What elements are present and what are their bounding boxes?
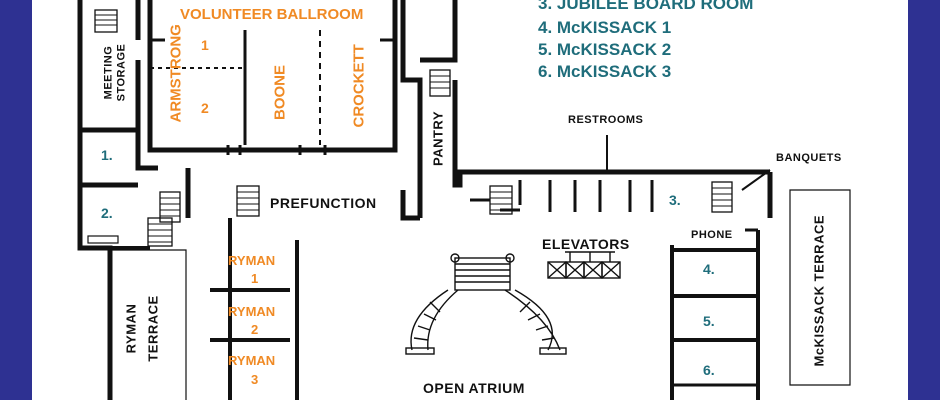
label-storage: STORAGE bbox=[115, 43, 128, 102]
label-elevators: ELEVATORS bbox=[542, 236, 630, 252]
ryman-1-name: RYMAN bbox=[228, 253, 276, 268]
legend-item-jubilee: 3. JUBILEE BOARD ROOM bbox=[538, 0, 754, 13]
ryman-3-name: RYMAN bbox=[228, 353, 276, 368]
stair-treads bbox=[95, 14, 732, 243]
ballroom-section-armstrong: ARMSTRONG bbox=[167, 24, 185, 123]
room-number-5: 5. bbox=[703, 313, 715, 329]
walls bbox=[77, 0, 773, 400]
ballroom-section-number-1: 1 bbox=[201, 37, 209, 53]
storage-box bbox=[87, 235, 119, 244]
legend-item-mckissack-1: 4. McKISSACK 1 bbox=[538, 18, 672, 37]
elevator-shafts bbox=[547, 251, 621, 279]
ballroom-section-boone: BOONE bbox=[271, 65, 289, 121]
room-number-2: 2. bbox=[101, 205, 113, 221]
label-ryman-terrace-line1: RYMAN bbox=[123, 303, 139, 354]
label-banquets: BANQUETS bbox=[776, 152, 842, 164]
room-number-6: 6. bbox=[703, 362, 715, 378]
label-open-atrium: OPEN ATRIUM bbox=[423, 380, 525, 396]
ballroom-title: VOLUNTEER BALLROOM bbox=[180, 6, 364, 23]
ballroom-section-crockett: CROCKETT bbox=[350, 44, 368, 128]
ballroom-section-number-2: 2 bbox=[201, 100, 209, 116]
legend-item-mckissack-2: 5. McKISSACK 2 bbox=[538, 40, 672, 59]
label-meeting: MEETING bbox=[102, 45, 115, 100]
ryman-2-name: RYMAN bbox=[228, 304, 276, 319]
ryman-3-number: 3 bbox=[251, 372, 259, 387]
label-mckissack-terrace: McKISSACK TERRACE bbox=[811, 214, 827, 367]
ryman-1-number: 1 bbox=[251, 271, 259, 286]
label-prefunction: PREFUNCTION bbox=[270, 195, 377, 211]
stairways bbox=[94, 9, 733, 247]
room-number-4: 4. bbox=[703, 261, 715, 277]
label-restrooms: RESTROOMS bbox=[568, 114, 644, 126]
legend-item-mckissack-3: 6. McKISSACK 3 bbox=[538, 62, 672, 81]
terrace-outlines bbox=[110, 189, 851, 400]
label-ryman-terrace-line2: TERRACE bbox=[145, 295, 161, 362]
label-pantry: PANTRY bbox=[430, 111, 446, 166]
ryman-2-number: 2 bbox=[251, 322, 259, 337]
atrium-staircase bbox=[405, 253, 567, 355]
room-number-1: 1. bbox=[101, 147, 113, 163]
room-number-3: 3. bbox=[669, 192, 681, 208]
label-phone: PHONE bbox=[691, 229, 733, 241]
